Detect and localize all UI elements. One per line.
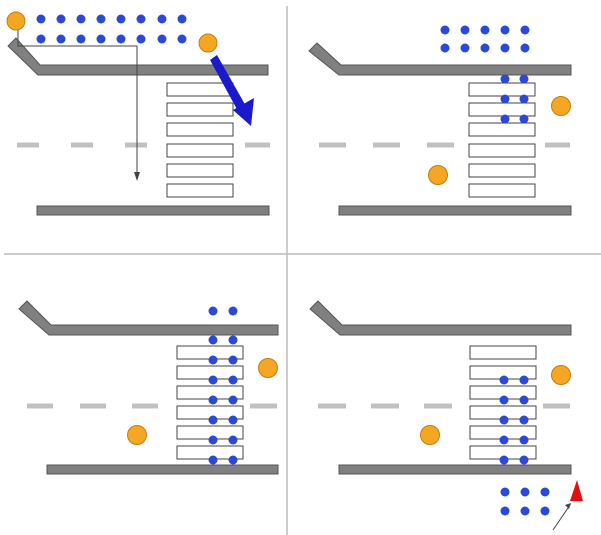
travel-path-line (17, 22, 138, 172)
pedestrian-group (440, 25, 530, 124)
vehicle-icon (551, 96, 571, 116)
lower-road (338, 205, 572, 216)
vehicle-icon (428, 165, 448, 185)
upper-road (309, 300, 572, 336)
zebra-crossing (469, 345, 537, 460)
panel-1 (6, 11, 270, 216)
vehicle-icon (551, 365, 571, 385)
upper-road (7, 37, 269, 76)
panel-4 (309, 300, 583, 531)
panel-3 (18, 300, 279, 475)
zebra-crossing (176, 345, 244, 460)
pedestrian-group (36, 14, 187, 44)
vehicle-icon (198, 33, 218, 53)
vehicle-icon (420, 425, 440, 445)
lower-road (46, 464, 279, 475)
pointer-arrowhead (565, 503, 571, 509)
upper-road (308, 42, 572, 76)
warning-triangle-icon (570, 480, 583, 501)
lower-road (36, 205, 270, 216)
vehicle-icon (6, 11, 26, 31)
upper-road (18, 300, 279, 336)
pedestrian-group (208, 306, 238, 465)
lower-road (338, 464, 572, 475)
panel-2 (308, 25, 572, 216)
zebra-crossing (468, 82, 536, 198)
pedestrian-group (499, 375, 550, 516)
direction-arrow (210, 55, 254, 126)
path-arrowhead (134, 172, 140, 181)
vehicle-icon (127, 425, 147, 445)
vehicle-icon (258, 358, 278, 378)
warning-pointer-line (552, 504, 571, 531)
zebra-crossing (166, 82, 234, 198)
